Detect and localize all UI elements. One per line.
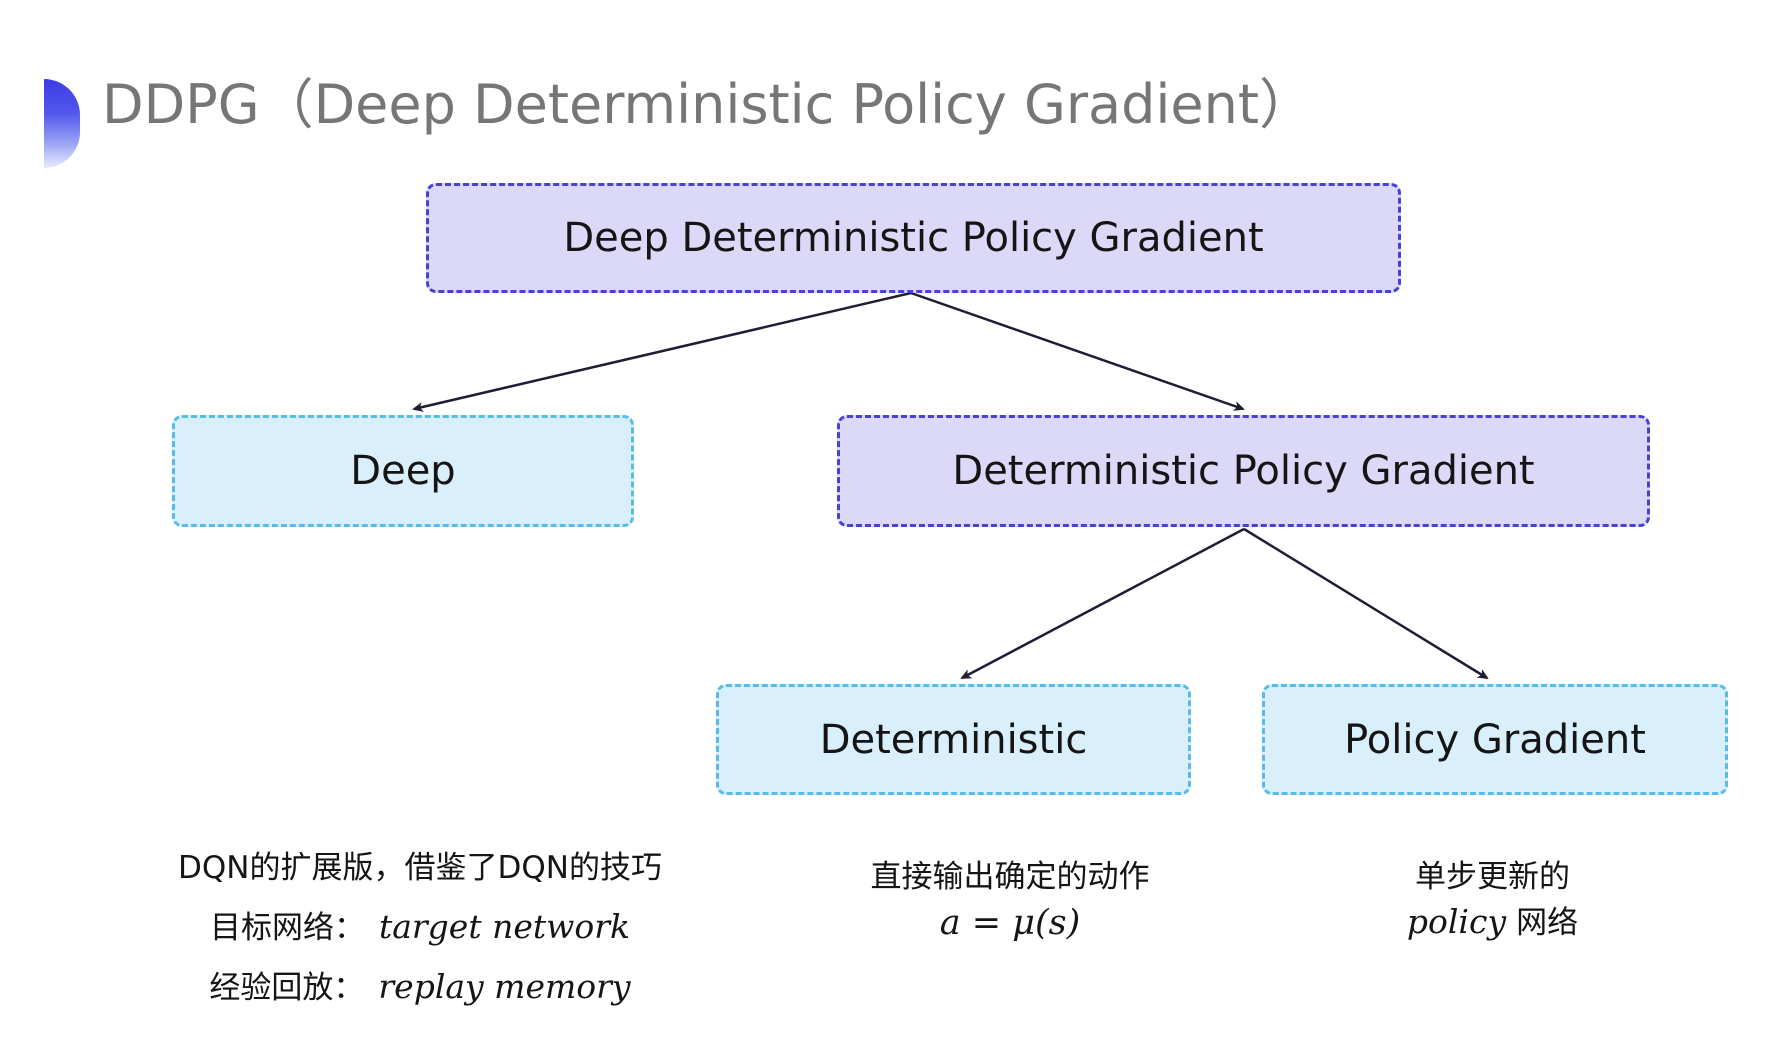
arrow-dpg-to-deterministic	[960, 527, 1245, 680]
note-line: 经验回放： replay memory	[120, 958, 720, 1018]
note-term-en: target network	[378, 907, 631, 946]
note-term-en: replay memory	[378, 967, 631, 1006]
note-line: policy 网络	[1320, 900, 1665, 946]
note-deep-dqn-extension: DQN的扩展版，借鉴了DQN的技巧 目标网络： target network 经…	[120, 838, 720, 1018]
note-line: 直接输出确定的动作	[870, 859, 1150, 895]
note-label-zh: 经验回放：	[209, 970, 365, 1006]
note-policy-network: 单步更新的 policy 网络	[1320, 854, 1665, 946]
node-label: Deep	[350, 448, 456, 494]
node-deterministic: Deterministic	[716, 684, 1191, 795]
bullet-semicircle-icon	[44, 79, 80, 168]
note-line: 单步更新的	[1415, 859, 1570, 895]
note-line: DQN的扩展版，借鉴了DQN的技巧	[178, 850, 662, 886]
node-label: Deep Deterministic Policy Gradient	[563, 215, 1264, 261]
note-label-zh: 目标网络：	[209, 910, 365, 946]
page-title: DDPG（Deep Deterministic Policy Gradient）	[102, 73, 1314, 136]
arrow-dpg-to-policy-gradient	[1243, 527, 1489, 680]
node-deep-deterministic-policy-gradient: Deep Deterministic Policy Gradient	[426, 183, 1401, 293]
formula-a-equals-mu-s: a = μ(s)	[939, 903, 1081, 943]
node-deep: Deep	[172, 415, 634, 527]
note-label-zh: 网络	[1516, 905, 1579, 941]
note-term-en: policy	[1406, 902, 1507, 941]
node-label: Deterministic Policy Gradient	[952, 448, 1535, 494]
node-label: Policy Gradient	[1344, 716, 1646, 763]
arrow-root-to-dpg	[910, 291, 1245, 411]
note-deterministic-action: 直接输出确定的动作 a = μ(s)	[795, 854, 1225, 946]
node-deterministic-policy-gradient: Deterministic Policy Gradient	[837, 415, 1650, 527]
node-policy-gradient: Policy Gradient	[1262, 684, 1728, 795]
arrow-root-to-deep	[412, 291, 912, 412]
note-line: 目标网络： target network	[120, 898, 720, 958]
node-label: Deterministic	[819, 716, 1088, 763]
